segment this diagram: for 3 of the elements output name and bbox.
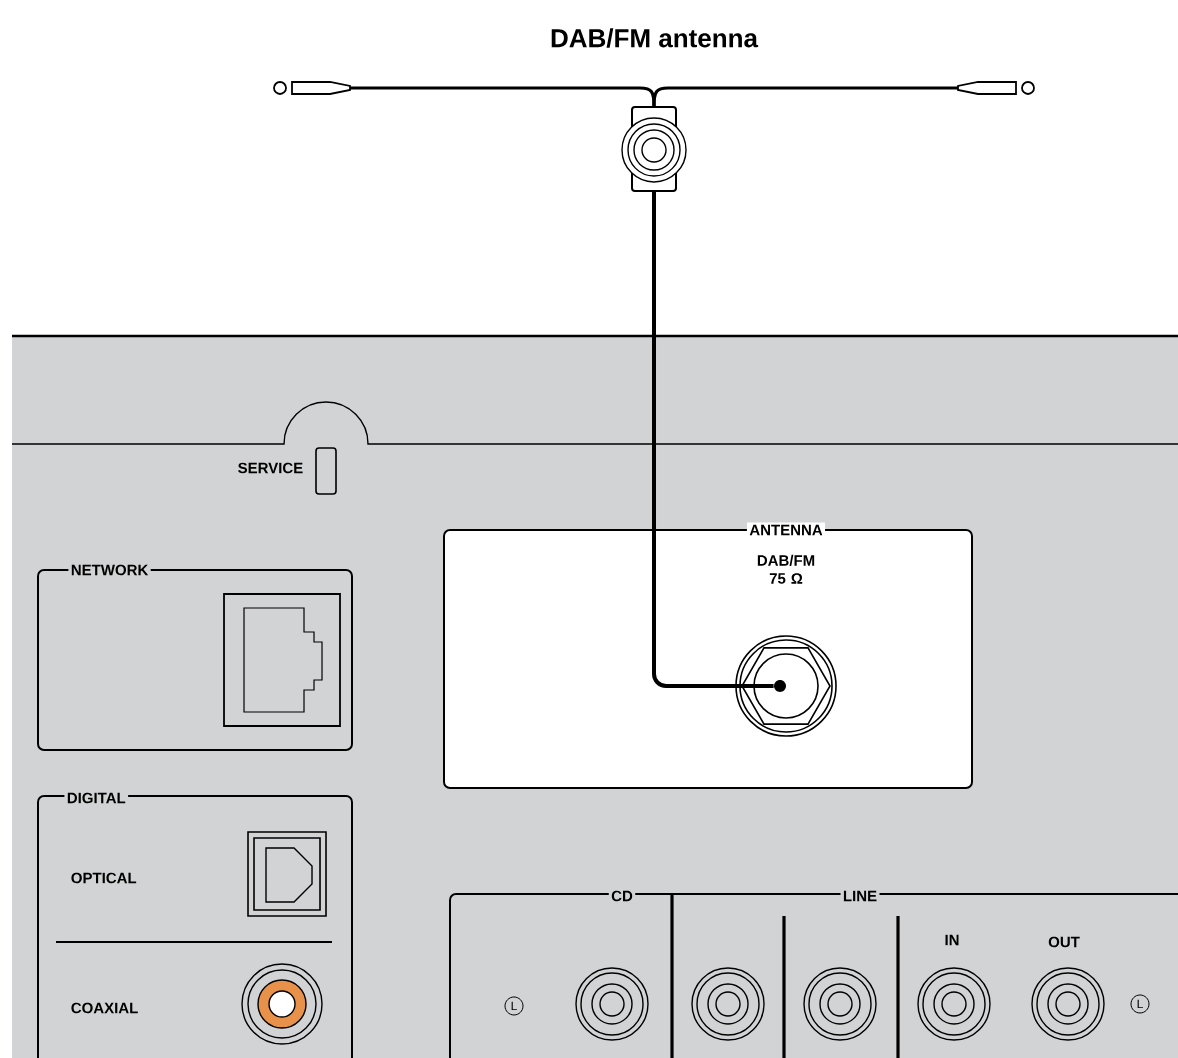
jack-pin: [774, 680, 786, 692]
title: DAB/FM antenna: [551, 28, 759, 48]
antenna-drawing: [273, 81, 1035, 192]
